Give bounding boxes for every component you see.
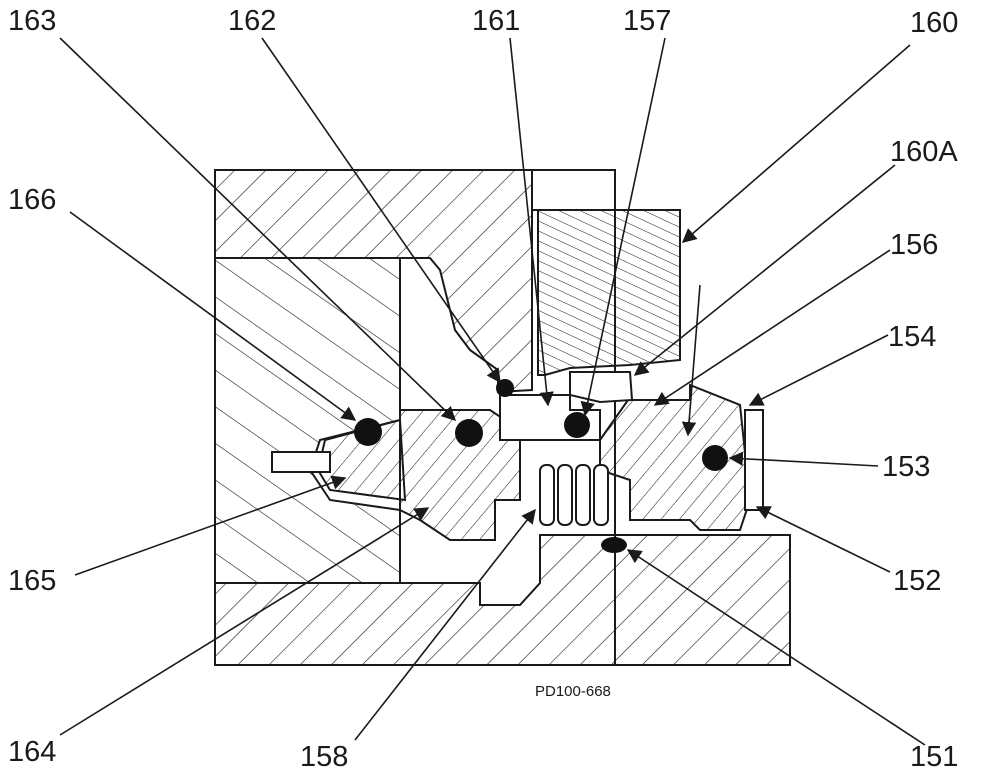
leader-152 (755, 506, 891, 573)
leader-158 (354, 508, 536, 741)
o-ring-151 (601, 537, 627, 553)
drive-pin (271, 451, 331, 473)
leader-160A (633, 164, 896, 376)
drawing-reference: PD100-668 (535, 683, 611, 700)
callout-154: 154 (888, 321, 937, 353)
leader-164 (59, 507, 430, 736)
callout-165: 165 (8, 565, 57, 597)
leader-160 (681, 44, 911, 243)
callout-151: 151 (910, 741, 959, 773)
callout-163: 163 (8, 5, 57, 37)
leader-157 (580, 37, 666, 417)
o-ring-163 (455, 419, 483, 447)
callout-158: 158 (300, 741, 349, 773)
callout-164: 164 (8, 736, 57, 768)
callout-160: 160 (910, 7, 959, 39)
leader-156b (681, 284, 701, 437)
callout-156: 156 (890, 229, 939, 261)
callout-161: 161 (472, 5, 521, 37)
spring-stack (539, 464, 609, 526)
leader-161 (509, 37, 554, 407)
o-ring-166 (354, 418, 382, 446)
lower-base (214, 534, 791, 666)
callout-160A: 160A (890, 136, 958, 168)
o-ring-157 (564, 412, 590, 438)
upper-gland (569, 371, 634, 404)
callout-153: 153 (882, 451, 931, 483)
leader-166 (69, 211, 357, 421)
callout-152: 152 (893, 565, 942, 597)
o-ring-153 (702, 445, 728, 471)
leader-162 (261, 37, 501, 384)
leader-154 (748, 334, 889, 406)
upper-housing-step (532, 169, 616, 211)
leader-151 (626, 549, 926, 746)
leader-165 (74, 475, 347, 576)
leader-163 (59, 37, 457, 422)
callout-157: 157 (623, 5, 672, 37)
callout-162: 162 (228, 5, 277, 37)
callout-166: 166 (8, 184, 57, 216)
o-ring-162 (496, 379, 514, 397)
leader-156 (653, 249, 891, 406)
leader-153 (728, 451, 879, 467)
stator-block (537, 209, 681, 376)
